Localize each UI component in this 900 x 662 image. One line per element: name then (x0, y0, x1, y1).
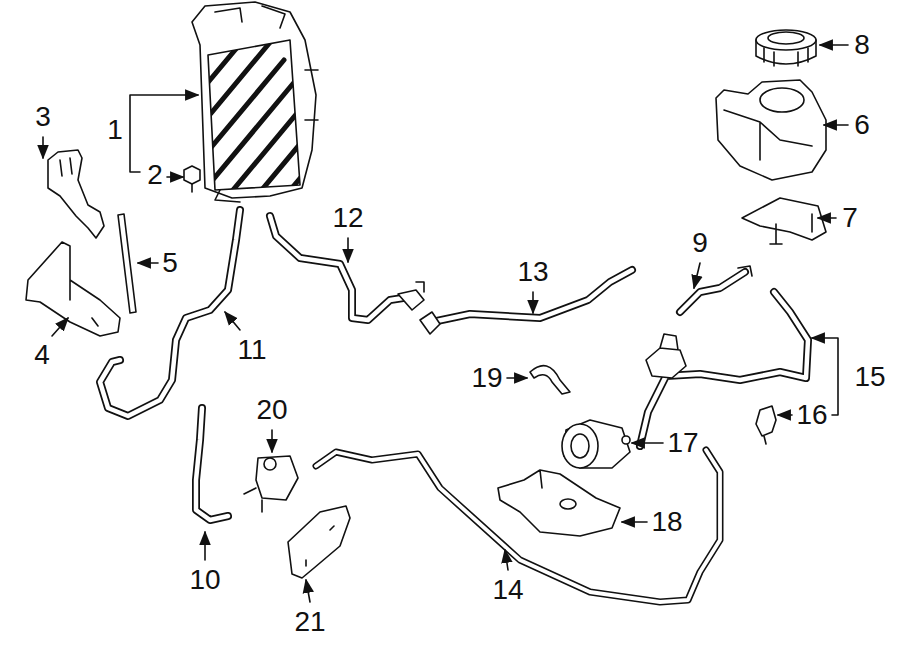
callout-number: 13 (517, 256, 548, 288)
cooler-part (160, 2, 332, 260)
clamp-part (530, 366, 570, 394)
reservoir-part (716, 80, 826, 180)
callout-number: 21 (294, 606, 325, 638)
callout-number: 16 (796, 399, 827, 431)
bracket-part (742, 198, 826, 244)
callout-number: 7 (842, 202, 858, 234)
callout-number: 6 (854, 109, 870, 141)
callout-number: 15 (854, 361, 885, 393)
callout-number: 2 (147, 159, 163, 191)
callout-number: 3 (35, 101, 51, 133)
hose-part (640, 292, 808, 446)
callout-number: 10 (189, 564, 220, 596)
callout-number: 1 (107, 114, 123, 146)
bracket-part (288, 506, 350, 578)
cap-part (756, 30, 816, 66)
callout-number: 19 (471, 362, 502, 394)
bracket-part (48, 150, 104, 238)
callout-number: 9 (692, 227, 708, 259)
callout-number: 4 (34, 339, 50, 371)
callout-number: 14 (492, 574, 523, 606)
callout-number: 12 (332, 202, 363, 234)
callout-number: 20 (256, 394, 287, 426)
callout-number: 5 (162, 247, 178, 279)
callout-number: 11 (237, 334, 266, 366)
strip-part (118, 214, 136, 313)
callout-number: 17 (667, 427, 698, 459)
hose-part (100, 210, 240, 416)
valve-part (244, 456, 298, 512)
callout-number: 18 (651, 506, 682, 538)
hose-part (196, 408, 228, 520)
bolt-part (184, 166, 200, 192)
sensor-part (756, 406, 776, 444)
bracket-part (498, 470, 620, 536)
callout-number: 8 (854, 29, 870, 61)
bracket-part (26, 242, 120, 336)
pump-part (562, 420, 630, 468)
hose-part (680, 266, 752, 312)
leader-line (43, 45, 848, 602)
